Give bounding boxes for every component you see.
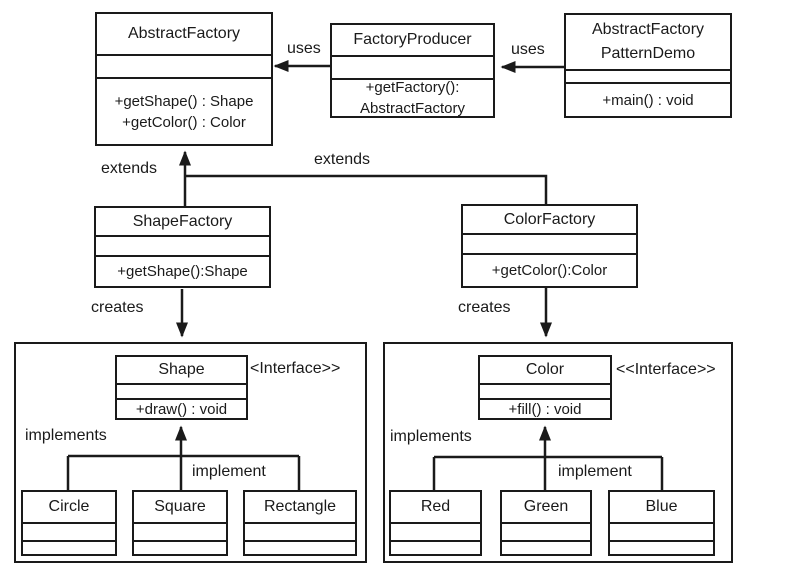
- class-box-factory-producer: FactoryProducer +getFactory(): AbstractF…: [330, 23, 495, 118]
- class-name-color-interface: Color: [525, 361, 565, 378]
- shape-interface-stereotype: <Interface>>: [250, 360, 341, 377]
- class-name-shape-interface: Shape: [158, 361, 205, 378]
- class-box-square: Square: [132, 490, 228, 556]
- attributes-compartment-circle: [23, 522, 115, 540]
- class-box-circle: Circle: [21, 490, 117, 556]
- methods-compartment-color-factory: +getColor():Color: [463, 253, 636, 286]
- class-name-circle: Circle: [48, 498, 90, 515]
- methods-compartment-green: [502, 540, 590, 554]
- implements-label-left: implements: [25, 427, 107, 444]
- attributes-compartment-color-interface: [480, 383, 610, 398]
- implement-label-left: implement: [192, 463, 266, 480]
- methods-compartment-pattern-demo: +main() : void: [566, 82, 730, 116]
- methods-compartment-red: [391, 540, 480, 554]
- creates-label-right: creates: [458, 299, 511, 316]
- methods-compartment-abstract-factory: +getShape() : Shape +getColor() : Color: [97, 77, 271, 144]
- attributes-compartment-red: [391, 522, 480, 540]
- attributes-compartment-pattern-demo: [566, 69, 730, 82]
- methods-compartment-square: [134, 540, 226, 554]
- attributes-compartment-square: [134, 522, 226, 540]
- methods-compartment-blue: [610, 540, 713, 554]
- class-name-blue: Blue: [645, 498, 678, 515]
- attributes-compartment-shape-interface: [117, 383, 246, 398]
- extends-line-colorfactory-branch: [185, 174, 548, 205]
- creates-label-left: creates: [91, 299, 144, 316]
- methods-compartment-shape-factory: +getShape():Shape: [96, 255, 269, 286]
- implements-label-right: implements: [390, 428, 472, 445]
- class-name-pattern-demo: AbstractFactory PatternDemo: [591, 21, 705, 62]
- attributes-compartment-blue: [610, 522, 713, 540]
- shape-group-container: [14, 342, 367, 563]
- class-box-shape-factory: ShapeFactory +getShape():Shape: [94, 206, 271, 288]
- extends-label-left: extends: [101, 160, 158, 177]
- class-name-square: Square: [154, 498, 206, 515]
- class-box-abstract-factory: AbstractFactory +getShape() : Shape +get…: [95, 12, 273, 146]
- class-box-pattern-demo: AbstractFactory PatternDemo +main() : vo…: [564, 13, 732, 118]
- attributes-compartment-rectangle: [245, 522, 355, 540]
- class-name-red: Red: [420, 498, 451, 515]
- attributes-compartment-color-factory: [463, 233, 636, 253]
- color-interface-stereotype: <<Interface>>: [616, 361, 716, 378]
- attributes-compartment-green: [502, 522, 590, 540]
- class-name-rectangle: Rectangle: [263, 498, 337, 515]
- uses-label-left: uses: [287, 40, 321, 57]
- class-box-rectangle: Rectangle: [243, 490, 357, 556]
- class-box-shape-interface: Shape +draw() : void: [115, 355, 248, 420]
- class-name-factory-producer: FactoryProducer: [353, 31, 472, 48]
- class-name-green: Green: [523, 498, 569, 515]
- color-group-container: [383, 342, 733, 563]
- class-name-abstract-factory: AbstractFactory: [127, 25, 241, 42]
- uses-label-right: uses: [511, 41, 545, 58]
- class-box-blue: Blue: [608, 490, 715, 556]
- extends-label-right: extends: [314, 151, 371, 168]
- class-name-color-factory: ColorFactory: [503, 210, 596, 228]
- methods-compartment-color-interface: +fill() : void: [480, 398, 610, 418]
- class-name-shape-factory: ShapeFactory: [132, 212, 233, 230]
- methods-compartment-circle: [23, 540, 115, 554]
- attributes-compartment-shape-factory: [96, 235, 269, 255]
- class-box-color-factory: ColorFactory +getColor():Color: [461, 204, 638, 288]
- methods-compartment-shape-interface: +draw() : void: [117, 398, 246, 418]
- methods-compartment-rectangle: [245, 540, 355, 554]
- attributes-compartment-factory-producer: [332, 55, 493, 78]
- implement-label-right: implement: [558, 463, 632, 480]
- class-box-green: Green: [500, 490, 592, 556]
- attributes-compartment-abstract-factory: [97, 54, 271, 77]
- methods-compartment-factory-producer: +getFactory(): AbstractFactory: [332, 78, 493, 116]
- class-box-color-interface: Color +fill() : void: [478, 355, 612, 420]
- class-box-red: Red: [389, 490, 482, 556]
